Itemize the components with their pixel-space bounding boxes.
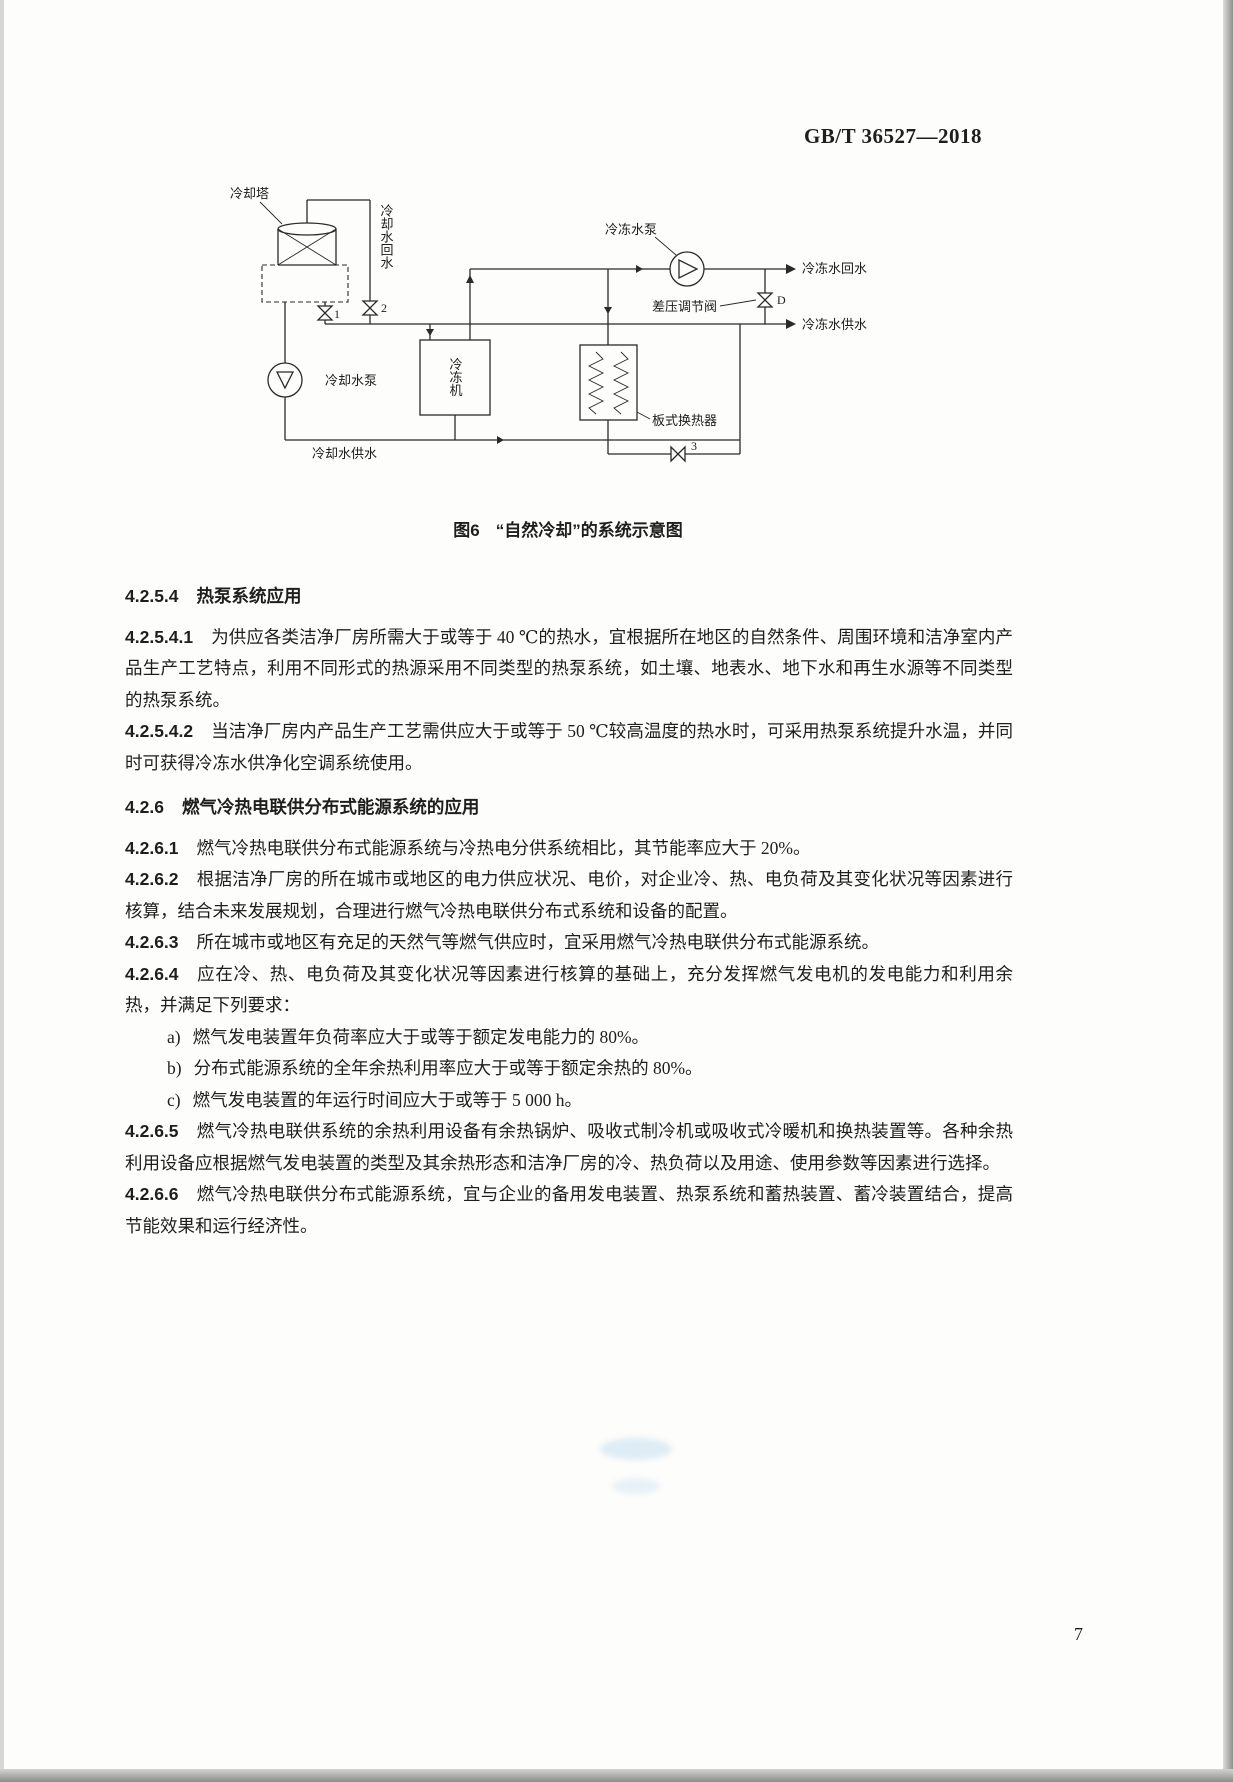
chiller-box: 冷冻机 bbox=[419, 339, 491, 416]
cooling-water-pump-symbol bbox=[267, 362, 303, 398]
clause-text: 燃气冷热电联供分布式能源系统，宜与企业的备用发电装置、热泵系统和蓄热装置、蓄冷装… bbox=[125, 1184, 1013, 1236]
clause-text: 燃气冷热电联供分布式能源系统与冷热电分供系统相比，其节能率应大于 20%。 bbox=[196, 837, 811, 858]
clause-number: 4.2.6.3 bbox=[125, 932, 179, 952]
scan-edge-bottom bbox=[0, 1769, 1233, 1782]
clause-number: 4.2.6.2 bbox=[125, 869, 179, 889]
clause-text: 燃气冷热电联供系统的余热利用设备有余热锅炉、吸收式制冷机或吸收式冷暖机和换热装置… bbox=[125, 1121, 1013, 1173]
cooling-water-pump-label: 冷却水泵 bbox=[325, 373, 377, 388]
chilled-water-supply-label: 冷冻水供水 bbox=[802, 317, 867, 332]
standard-number: GB/T 36527—2018 bbox=[803, 124, 982, 148]
scan-edge-right bbox=[1223, 0, 1233, 1782]
valve-3-label: 3 bbox=[691, 439, 697, 453]
figure-caption: 图6 “自然冷却”的系统示意图 bbox=[125, 516, 1011, 541]
list-item: a) 燃气发电装置年负荷率应大于或等于额定发电能力的 80%。 bbox=[125, 1022, 1013, 1054]
figure-number: 图6 bbox=[453, 521, 480, 540]
valve-1-symbol bbox=[316, 305, 334, 321]
list-item: b) 分布式能源系统的全年余热利用率应大于或等于额定余热的 80%。 bbox=[125, 1053, 1013, 1085]
clause-number: 4.2.6.4 bbox=[125, 963, 179, 984]
valve-2-symbol bbox=[361, 300, 379, 316]
flow-arrows bbox=[426, 264, 796, 444]
chilled-water-pump-label: 冷冻水泵 bbox=[605, 222, 657, 237]
scan-watermark-blob bbox=[600, 1438, 672, 1460]
clause-number: 4.2.6.6 bbox=[125, 1184, 179, 1204]
clause-paragraph: 4.2.6.1 燃气冷热电联供分布式能源系统与冷热电分供系统相比，其节能率应大于 … bbox=[125, 833, 1013, 865]
scan-watermark-blob bbox=[612, 1478, 660, 1494]
clause-number: b) bbox=[167, 1058, 182, 1078]
valve-1-label: 1 bbox=[334, 307, 340, 321]
system-schematic-diagram: 冷冻机 bbox=[230, 186, 867, 463]
clause-text: 分布式能源系统的全年余热利用率应大于或等于额定余热的 80%。 bbox=[193, 1058, 703, 1078]
clause-number: 4.2.6 bbox=[125, 797, 164, 817]
chiller-label: 冷冻机 bbox=[448, 358, 463, 398]
valve-d-label: D bbox=[777, 293, 786, 307]
clause-number: a) bbox=[167, 1026, 181, 1047]
clause-text: 所在城市或地区有充足的天然气等燃气供应时，宜采用燃气冷热电联供分布式能源系统。 bbox=[196, 932, 880, 952]
figure-title: “自然冷却”的系统示意图 bbox=[495, 521, 683, 540]
label-leader-lines bbox=[259, 201, 757, 420]
chilled-water-pump-symbol bbox=[669, 251, 705, 287]
valve-d-symbol bbox=[756, 292, 774, 308]
valve-2-label: 2 bbox=[381, 301, 387, 315]
valve-3-symbol bbox=[670, 445, 686, 463]
differential-pressure-valve-label: 差压调节阀 bbox=[652, 299, 717, 314]
clause-text: 根据洁净厂房的所在城市或地区的电力供应状况、电价，对企业冷、热、电负荷及其变化状… bbox=[125, 869, 1013, 921]
clause-text: 燃气发电装置的年运行时间应大于或等于 5 000 h。 bbox=[192, 1089, 582, 1110]
clause-text: 热泵系统应用 bbox=[196, 586, 302, 606]
clause-number: c) bbox=[167, 1089, 181, 1110]
cooling-water-return-label: 冷却水回水 bbox=[379, 204, 394, 269]
clause-text: 燃气冷热电联供分布式能源系统的应用 bbox=[181, 797, 480, 817]
clause-number: 4.2.5.4 bbox=[125, 586, 179, 606]
plate-heat-exchanger-box bbox=[579, 344, 638, 421]
cooling-tower-label: 冷却塔 bbox=[230, 186, 269, 201]
clause-number: 4.2.6.1 bbox=[125, 837, 179, 858]
clause-text: 当洁净厂房内产品生产工艺需供应大于或等于 50 ℃较高温度的热水时，可采用热泵系… bbox=[125, 721, 1013, 773]
clause-number: 4.2.5.4.2 bbox=[125, 721, 194, 741]
clause-number: 4.2.5.4.1 bbox=[125, 626, 194, 647]
clause-paragraph: 4.2.6.3 所在城市或地区有充足的天然气等燃气供应时，宜采用燃气冷热电联供分布… bbox=[125, 927, 1013, 959]
clause-text: 为供应各类洁净厂房所需大于或等于 40 ℃的热水，宜根据所在地区的自然条件、周围… bbox=[125, 626, 1013, 710]
cooling-tower-symbol bbox=[261, 222, 349, 303]
chilled-water-return-label: 冷冻水回水 bbox=[802, 261, 867, 276]
clause-text: 燃气发电装置年负荷率应大于或等于额定发电能力的 80%。 bbox=[192, 1026, 650, 1047]
clause-heading: 4.2.5.4 热泵系统应用 bbox=[125, 581, 1013, 613]
clause-text: 应在冷、热、电负荷及其变化状况等因素进行核算的基础上，充分发挥燃气发电机的发电能… bbox=[125, 963, 1013, 1016]
scan-edge-left bbox=[0, 0, 4, 1782]
page-number: 7 bbox=[1074, 1624, 1083, 1644]
plate-heat-exchanger-label: 板式换热器 bbox=[652, 413, 717, 428]
list-item: c) 燃气发电装置的年运行时间应大于或等于 5 000 h。 bbox=[125, 1085, 1013, 1117]
clause-heading: 4.2.6 燃气冷热电联供分布式能源系统的应用 bbox=[125, 792, 1013, 824]
cooling-water-supply-label: 冷却水供水 bbox=[312, 446, 377, 461]
clause-number: 4.2.6.5 bbox=[125, 1121, 179, 1141]
